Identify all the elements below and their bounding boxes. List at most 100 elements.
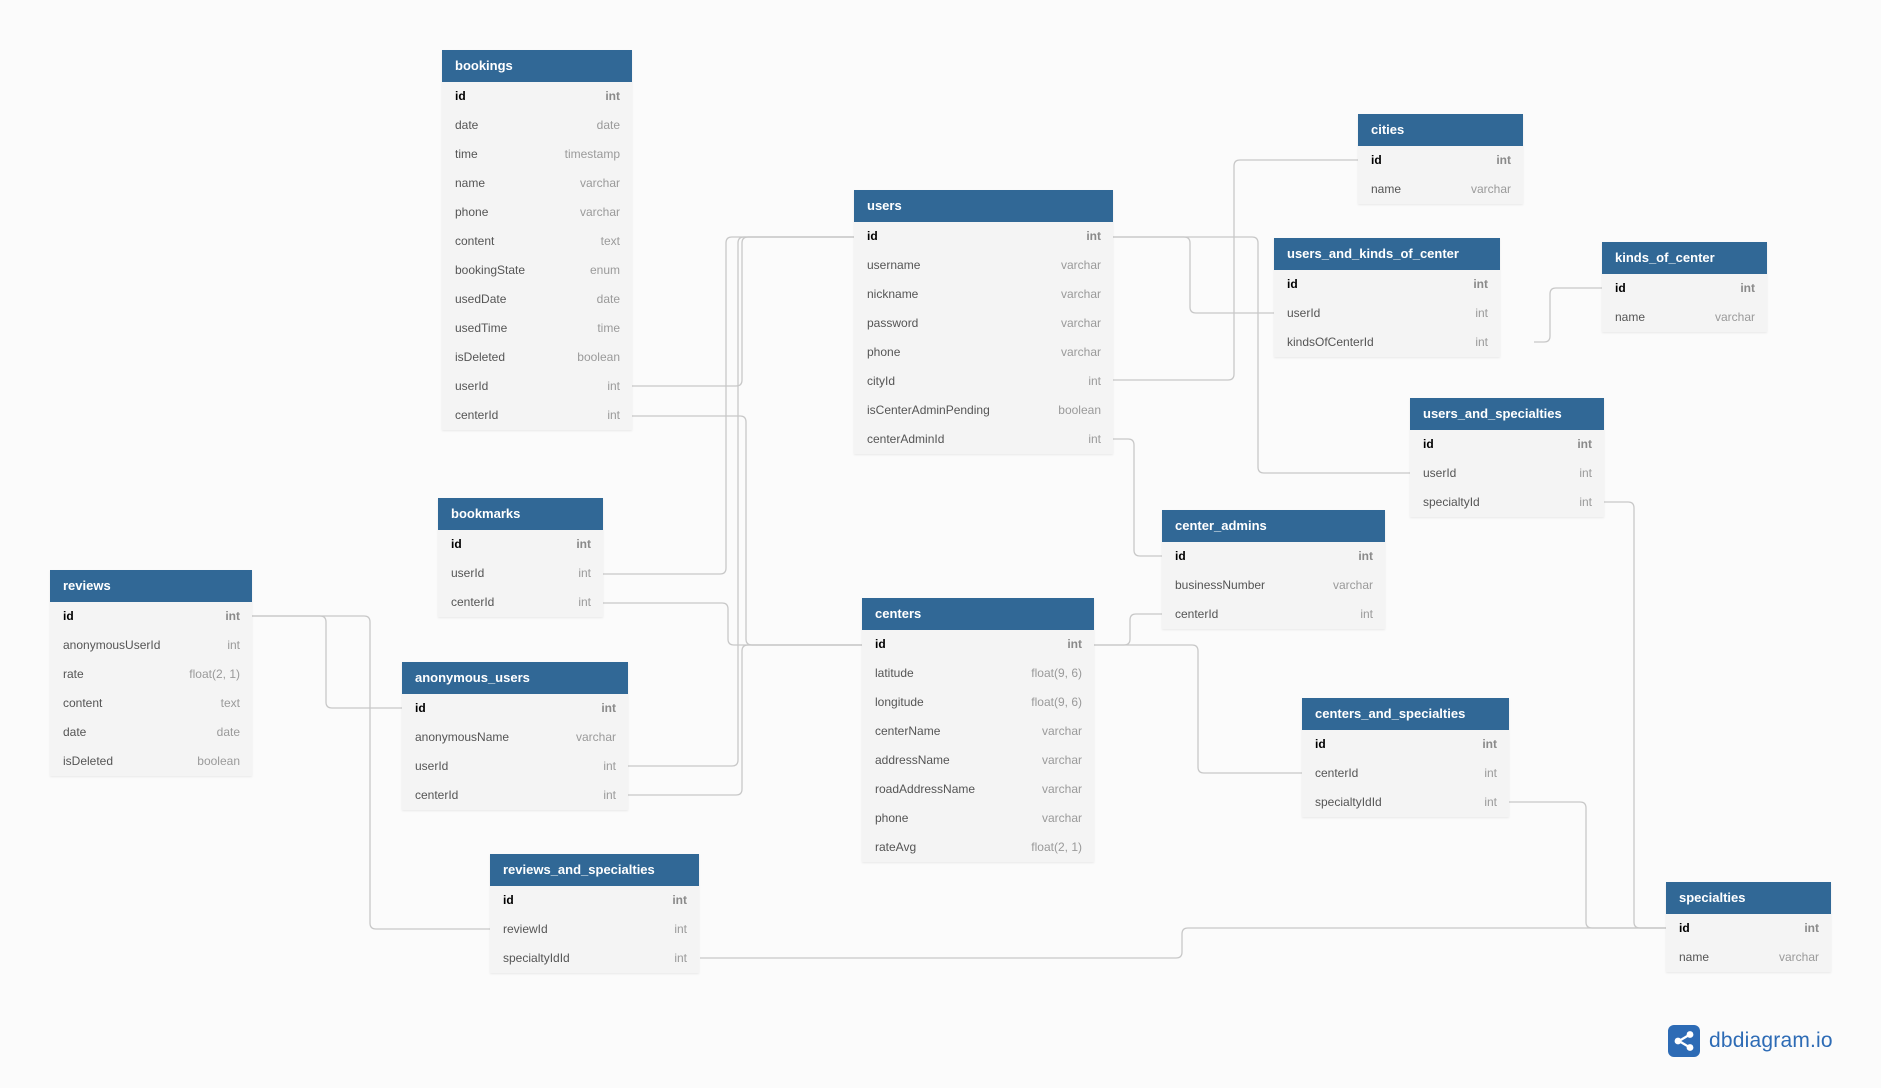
column-type: int <box>603 788 616 802</box>
dbdiagram-brand[interactable]: dbdiagram.io <box>1668 1025 1833 1057</box>
table-header[interactable]: reviews <box>50 570 252 602</box>
table-header[interactable]: bookings <box>442 50 632 82</box>
table-header[interactable]: centers <box>862 598 1094 630</box>
table-header[interactable]: users <box>854 190 1113 222</box>
table-header[interactable]: users_and_kinds_of_center <box>1274 238 1500 270</box>
table-header[interactable]: reviews_and_specialties <box>490 854 699 886</box>
column-type: int <box>605 89 620 103</box>
table-header[interactable]: anonymous_users <box>402 662 628 694</box>
table-header[interactable]: specialties <box>1666 882 1831 914</box>
column-type: int <box>578 595 591 609</box>
table-header[interactable]: kinds_of_center <box>1602 242 1767 274</box>
table-header[interactable]: cities <box>1358 114 1523 146</box>
column-type: boolean <box>1058 403 1101 417</box>
column-type: int <box>1577 437 1592 451</box>
table-header[interactable]: bookmarks <box>438 498 603 530</box>
relation-line <box>1094 644 1302 774</box>
table-header[interactable]: users_and_specialties <box>1410 398 1604 430</box>
column-name: id <box>415 701 426 715</box>
table-header[interactable]: centers_and_specialties <box>1302 698 1509 730</box>
column-name: latitude <box>875 666 914 680</box>
table-header[interactable]: center_admins <box>1162 510 1385 542</box>
